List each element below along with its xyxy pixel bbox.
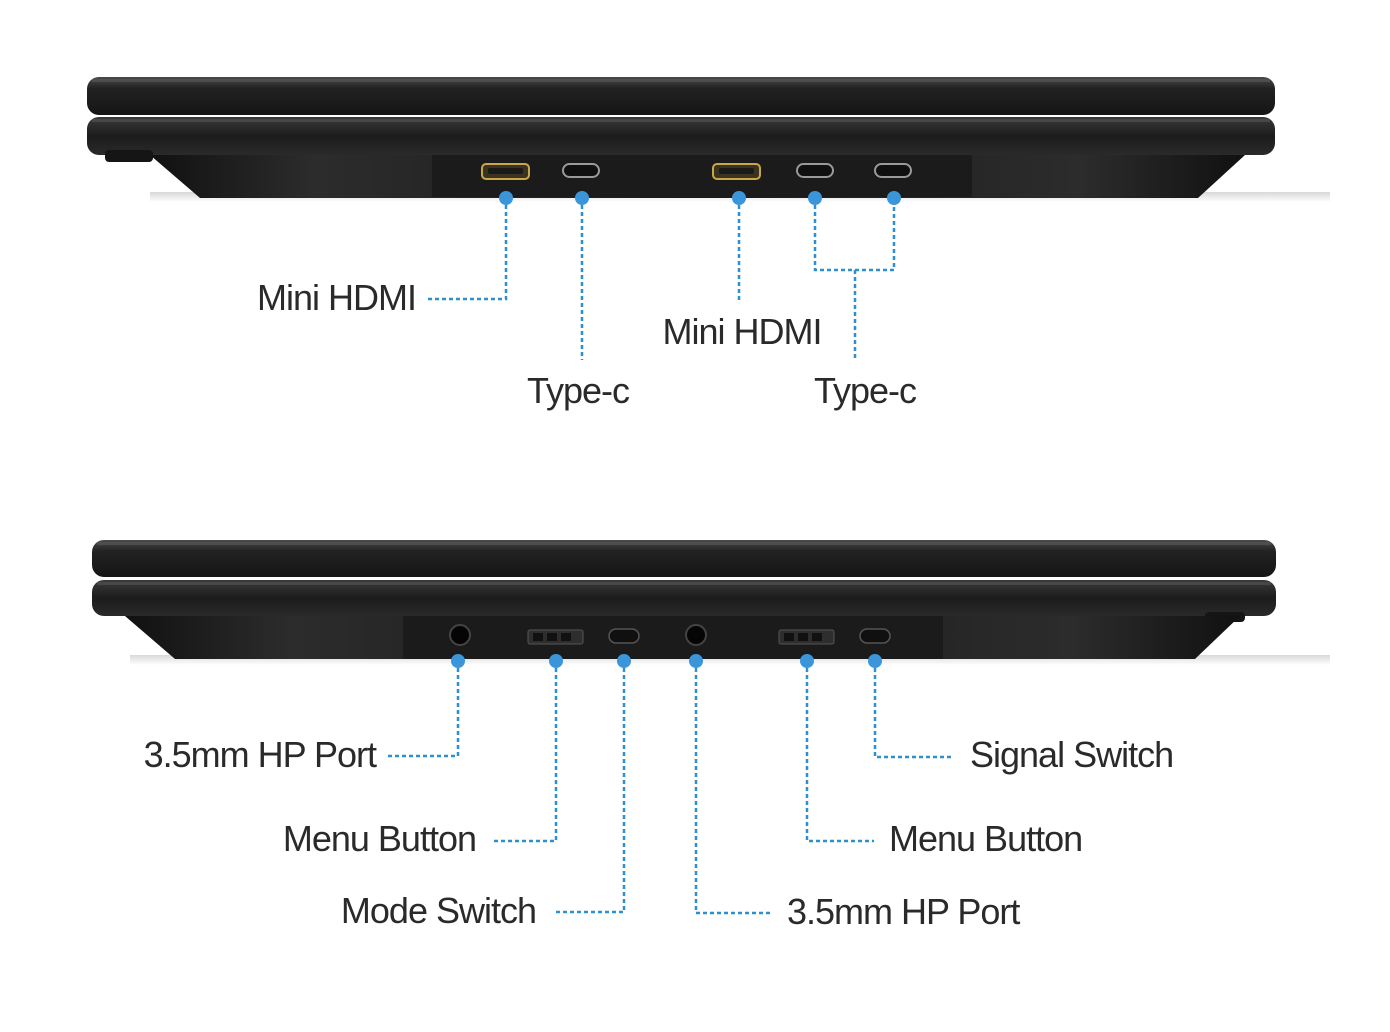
- top-device-lid: [87, 77, 1275, 115]
- top-device: [87, 77, 1330, 202]
- leader-mini-hdmi-left: [427, 198, 508, 301]
- dot-type-c-right-1: [808, 191, 822, 205]
- dot-hp-port-right: [689, 654, 703, 668]
- leader-signal-switch: [873, 661, 954, 759]
- leader-mode-switch: [556, 661, 626, 914]
- label-mini-hdmi-right: Mini HDMI: [663, 311, 822, 352]
- hp-port-left: [449, 624, 471, 646]
- bottom-labels: 3.5mm HP Port Menu Button Mode Switch 3.…: [144, 734, 1175, 932]
- bottom-leaders: [388, 654, 954, 915]
- top-ports: [481, 163, 912, 180]
- type-c-port-right-2: [874, 163, 912, 178]
- label-type-c-right: Type-c: [814, 370, 917, 411]
- dot-mini-hdmi-left: [499, 191, 513, 205]
- dot-mini-hdmi-right: [732, 191, 746, 205]
- top-labels: Mini HDMI Type-c Mini HDMI Type-c: [257, 277, 918, 411]
- dot-hp-port-left: [451, 654, 465, 668]
- bottom-ports: [449, 624, 891, 646]
- dot-type-c-right-2: [887, 191, 901, 205]
- signal-switch: [859, 628, 891, 644]
- mode-switch: [608, 628, 640, 644]
- type-c-port-right-1: [796, 163, 834, 178]
- bottom-device: [92, 540, 1330, 665]
- leader-menu-button-right: [805, 661, 874, 843]
- leader-hp-port-right: [694, 661, 770, 915]
- label-mini-hdmi-left: Mini HDMI: [257, 277, 416, 318]
- type-c-port-left: [562, 163, 600, 178]
- top-device-hinge: [105, 150, 153, 162]
- label-type-c-left: Type-c: [527, 370, 630, 411]
- label-hp-port-left: 3.5mm HP Port: [144, 734, 377, 775]
- dot-mode-switch: [617, 654, 631, 668]
- hp-port-right: [685, 624, 707, 646]
- dot-signal-switch: [868, 654, 882, 668]
- dot-menu-button-left: [549, 654, 563, 668]
- label-hp-port-right: 3.5mm HP Port: [787, 891, 1020, 932]
- label-menu-button-right: Menu Button: [889, 818, 1082, 859]
- leader-menu-button-left: [494, 661, 558, 843]
- bottom-port-panel: [403, 616, 943, 659]
- dot-menu-button-right: [800, 654, 814, 668]
- label-mode-switch: Mode Switch: [341, 890, 536, 931]
- leader-hp-port-left: [388, 661, 460, 758]
- label-signal-switch: Signal Switch: [970, 734, 1173, 775]
- bottom-device-body: [92, 580, 1276, 616]
- bottom-device-floor-shadow: [130, 655, 1330, 665]
- leader-type-c-right: [813, 198, 896, 360]
- dot-type-c-left: [575, 191, 589, 205]
- top-leaders: [427, 191, 901, 360]
- bottom-device-lid: [92, 540, 1276, 577]
- label-menu-button-left: Menu Button: [283, 818, 476, 859]
- top-device-body: [87, 117, 1275, 155]
